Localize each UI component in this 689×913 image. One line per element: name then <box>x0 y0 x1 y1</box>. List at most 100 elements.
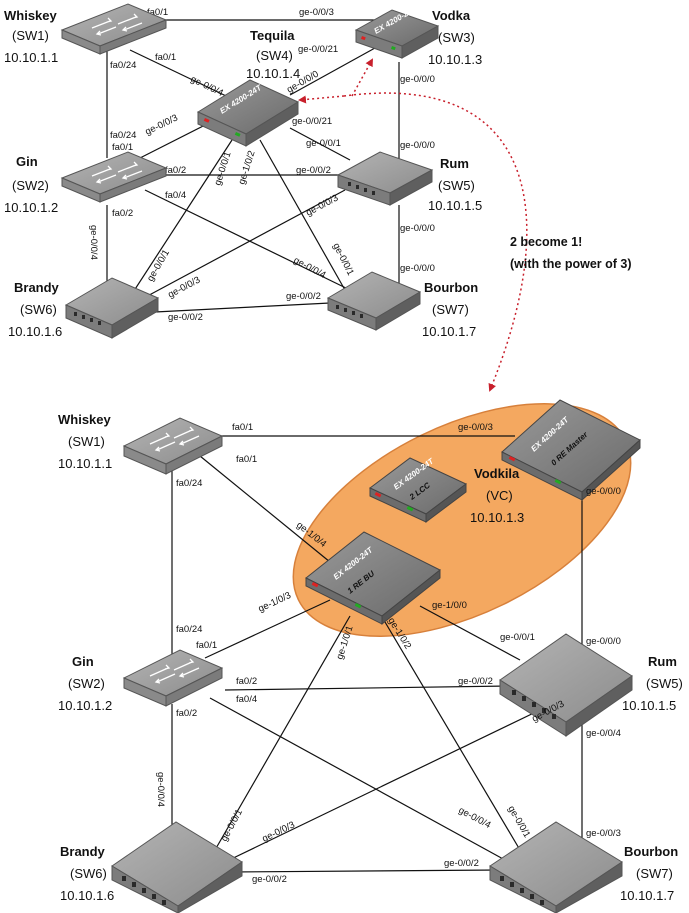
port-label: ge-0/0/1 <box>219 807 245 843</box>
port-label: ge-0/0/1 <box>505 804 532 840</box>
port-label: ge-0/0/0 <box>586 636 621 647</box>
port-label: fa0/24 <box>176 478 202 489</box>
top-links <box>106 19 400 313</box>
port-label: ge-0/0/4 <box>88 225 99 260</box>
device-ip: 10.10.1.2 <box>4 200 58 215</box>
port-label: fa0/4 <box>165 190 186 201</box>
vc-member-2: EX 4200-24T 2 LCC <box>369 456 467 523</box>
device-name: Bourbon <box>424 280 478 295</box>
cisco-arrows-icon <box>91 13 143 36</box>
port-label: ge-0/0/2 <box>458 676 493 687</box>
device-name: Bourbon <box>624 844 678 859</box>
top-switch-bourbon <box>326 271 422 331</box>
device-name: Gin <box>16 154 38 169</box>
link-vc1-sw6 <box>214 615 351 851</box>
port-label: ge-1/0/3 <box>257 590 293 615</box>
port-label: ge-0/0/3 <box>260 820 296 845</box>
device-role: (SW1) <box>12 28 49 43</box>
port-label: ge-0/0/0 <box>400 74 435 85</box>
bottom-switch-gin <box>122 649 224 707</box>
port-label: ge-0/0/3 <box>304 193 340 219</box>
device-ip: 10.10.1.5 <box>428 198 482 213</box>
link-sw5-sw6 <box>224 709 541 863</box>
link-sw2-sw7 <box>144 189 351 291</box>
device-role: (SW6) <box>20 302 57 317</box>
port-label: ge-0/0/3 <box>143 113 179 138</box>
link-sw6-sw7 <box>229 869 501 873</box>
merge-callout: 2 become 1! (with the power of 3) <box>298 58 632 392</box>
bottom-device-labels: Whiskey (SW1) 10.10.1.1 Vodkila (VC) 10.… <box>58 412 683 903</box>
device-name: Gin <box>72 654 94 669</box>
port-label: fa0/2 <box>112 208 133 219</box>
device-role: (SW5) <box>646 676 683 691</box>
device-ip: 10.10.1.1 <box>4 50 58 65</box>
vc-member-1: EX 4200-24T 1 RE BU <box>305 531 441 626</box>
port-label: ge-1/0/0 <box>432 600 467 611</box>
device-name: Brandy <box>60 844 106 859</box>
bottom-links <box>171 435 583 873</box>
device-role: (SW1) <box>68 434 105 449</box>
port-label: ge-0/0/4 <box>586 728 621 739</box>
port-label: fa0/1 <box>147 7 168 18</box>
bottom-switch-rum <box>499 633 633 737</box>
port-label: ge-1/0/2 <box>236 149 257 186</box>
port-label: fa0/1 <box>232 422 253 433</box>
port-label: fa0/4 <box>236 694 257 705</box>
device-name: Tequila <box>250 28 295 43</box>
port-label: fa0/1 <box>236 454 257 465</box>
device-name: Rum <box>648 654 677 669</box>
port-label: fa0/24 <box>110 130 136 141</box>
port-label: ge-0/0/1 <box>212 150 233 187</box>
top-switch-brandy <box>64 277 160 339</box>
port-label: ge-0/0/2 <box>296 165 331 176</box>
arrow-to-tequila <box>298 95 345 104</box>
top-switch-vodka: EX 4200-24T <box>354 4 440 59</box>
device-role: (VC) <box>486 488 513 503</box>
port-label: fa0/24 <box>176 624 202 635</box>
device-role: (SW2) <box>68 676 105 691</box>
device-ip: 10.10.1.1 <box>58 456 112 471</box>
port-label: ge-0/0/1 <box>500 632 535 643</box>
device-ip: 10.10.1.4 <box>246 66 300 81</box>
top-switch-whiskey <box>60 3 168 55</box>
device-ip: 10.10.1.3 <box>428 52 482 67</box>
port-label: ge-0/0/3 <box>166 275 202 301</box>
link-sw1-vc1 <box>199 455 331 563</box>
port-label: ge-0/0/4 <box>189 74 225 99</box>
link-vc1-sw2 <box>204 599 331 659</box>
link-sw4-sw3 <box>289 47 376 96</box>
cisco-arrows-icon <box>91 161 143 184</box>
callout-subtitle: (with the power of 3) <box>510 257 632 271</box>
bottom-switch-brandy <box>111 821 243 913</box>
link-sw4-sw7 <box>259 139 346 291</box>
virtual-chassis-halo <box>292 403 632 637</box>
port-label: ge-0/0/0 <box>400 263 435 274</box>
vc-member-0: EX 4200-24T 0 RE Master <box>501 399 641 502</box>
device-role: (SW7) <box>432 302 469 317</box>
device-role: (SW3) <box>438 30 475 45</box>
port-label: ge-0/0/3 <box>458 422 493 433</box>
device-name: Brandy <box>14 280 60 295</box>
port-label: fa0/24 <box>110 60 136 71</box>
top-switch-gin <box>60 151 168 203</box>
link-sw5-sw6 <box>139 189 346 301</box>
device-role: (SW7) <box>636 866 673 881</box>
device-ip: 10.10.1.6 <box>60 888 114 903</box>
callout-title: 2 become 1! <box>510 235 582 249</box>
port-label: ge-0/0/2 <box>168 312 203 323</box>
port-label: ge-0/0/0 <box>400 140 435 151</box>
port-label: ge-0/0/4 <box>155 772 166 807</box>
device-role: (SW6) <box>70 866 107 881</box>
link-vc1-sw7 <box>384 621 521 851</box>
device-name: Whiskey <box>58 412 112 427</box>
link-sw4-sw5 <box>289 127 351 161</box>
bottom-switch-bourbon <box>489 821 623 913</box>
port-label: ge-0/0/3 <box>586 828 621 839</box>
port-label: fa0/2 <box>236 676 257 687</box>
device-role: (SW5) <box>438 178 475 193</box>
device-name: Vodkila <box>474 466 520 481</box>
link-sw2-sw5 <box>224 685 511 691</box>
port-label: ge-0/0/4 <box>292 255 328 281</box>
device-role: (SW4) <box>256 48 293 63</box>
